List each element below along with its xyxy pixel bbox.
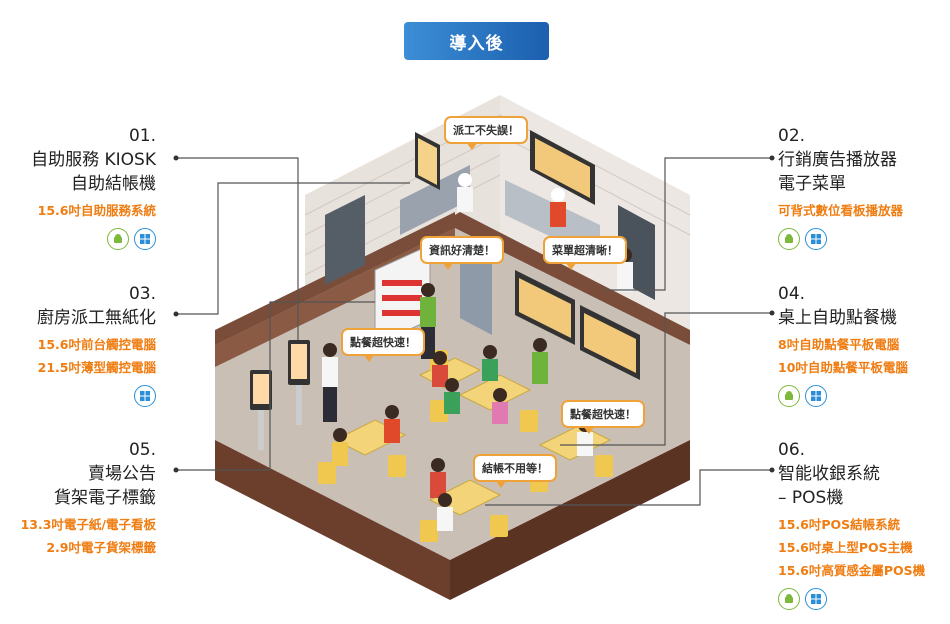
os-icons [778,588,925,610]
feature-title: 自助服務 KIOSK [31,150,156,170]
product-item: 15.6吋桌上型POS主機 [778,540,913,555]
product-item: 15.6吋自助服務系統 [37,203,156,218]
product-item: 13.3吋電子紙/電子看板 [20,517,156,532]
feature-number: 06. [778,440,806,460]
windows-icon [805,588,827,610]
os-icons [778,385,908,407]
floor-edge-left [215,440,450,600]
feature-number: 03. [128,284,156,304]
feature-block-02: 02. 行銷廣告播放器 電子菜單 可背式數位看板播放器 [778,124,903,250]
feature-number: 01. [128,126,156,146]
speech-bubble-order-1: 點餐超快速！ [341,328,425,362]
feature-block-03: 03. 廚房派工無紙化 15.6吋前台觸控電腦 21.5吋薄型觸控電腦 [37,282,156,407]
android-icon [778,385,800,407]
speech-bubble-menu: 菜單超清晰！ [543,236,627,270]
product-item: 15.6吋高質感金屬POS機 [778,563,926,578]
feature-title: 貨架電子標籤 [54,488,156,508]
product-item: 8吋自助點餐平板電腦 [778,337,900,352]
speech-bubble-info: 資訊好清楚！ [420,236,504,270]
callout-dots [173,155,775,473]
feature-block-06: 06. 智能收銀系統 – POS機 15.6吋POS結帳系統 15.6吋桌上型P… [778,438,925,610]
partition-wall [455,212,690,345]
product-item: 15.6吋POS結帳系統 [778,517,901,532]
feature-number: 04. [778,284,806,304]
windows-icon [134,385,156,407]
feature-number: 05. [128,440,156,460]
feature-block-05: 05. 賣場公告 貨架電子標籤 13.3吋電子紙/電子看板 2.9吋電子貨架標籤 [21,438,156,559]
door [460,245,492,335]
speech-bubble-checkout: 結帳不用等！ [473,454,557,488]
windows-icon [805,228,827,250]
android-icon [778,588,800,610]
product-item: 21.5吋薄型觸控電腦 [37,360,156,375]
feature-title: – POS機 [778,488,844,508]
feature-block-01: 01. 自助服務 KIOSK 自助結帳機 15.6吋自助服務系統 [31,124,156,250]
android-icon [107,228,129,250]
feature-title: 賣場公告 [88,464,156,484]
header-badge: 導入後 [404,22,549,60]
product-item: 10吋自助點餐平板電腦 [778,360,908,375]
feature-title: 行銷廣告播放器 [778,150,897,170]
product-item: 2.9吋電子貨架標籤 [46,540,156,555]
feature-title: 電子菜單 [778,174,846,194]
callout-lines [176,157,772,506]
speech-bubble-order-2: 點餐超快速！ [561,400,645,434]
kitchen-counter [400,165,470,235]
kiosk-stands [250,340,310,450]
feature-block-04: 04. 桌上自助點餐機 8吋自助點餐平板電腦 10吋自助點餐平板電腦 [778,282,908,407]
os-icons [778,228,903,250]
os-icons [37,385,156,407]
chairs [318,350,613,542]
feature-title: 桌上自助點餐機 [778,308,897,328]
people [322,173,633,531]
feature-title: 智能收銀系統 [778,464,880,484]
os-icons [31,228,156,250]
feature-title: 廚房派工無紙化 [37,308,156,328]
product-item: 15.6吋前台觸控電腦 [37,337,156,352]
fridge [325,195,365,285]
feature-number: 02. [778,126,806,146]
windows-icon [134,228,156,250]
windows-icon [805,385,827,407]
product-item: 可背式數位看板播放器 [778,203,904,218]
left-partition [215,212,455,350]
feature-title: 自助結帳機 [71,174,156,194]
speech-bubble-dispatch: 派工不失誤！ [444,116,528,150]
android-icon [778,228,800,250]
floor-edge-right [450,440,690,600]
